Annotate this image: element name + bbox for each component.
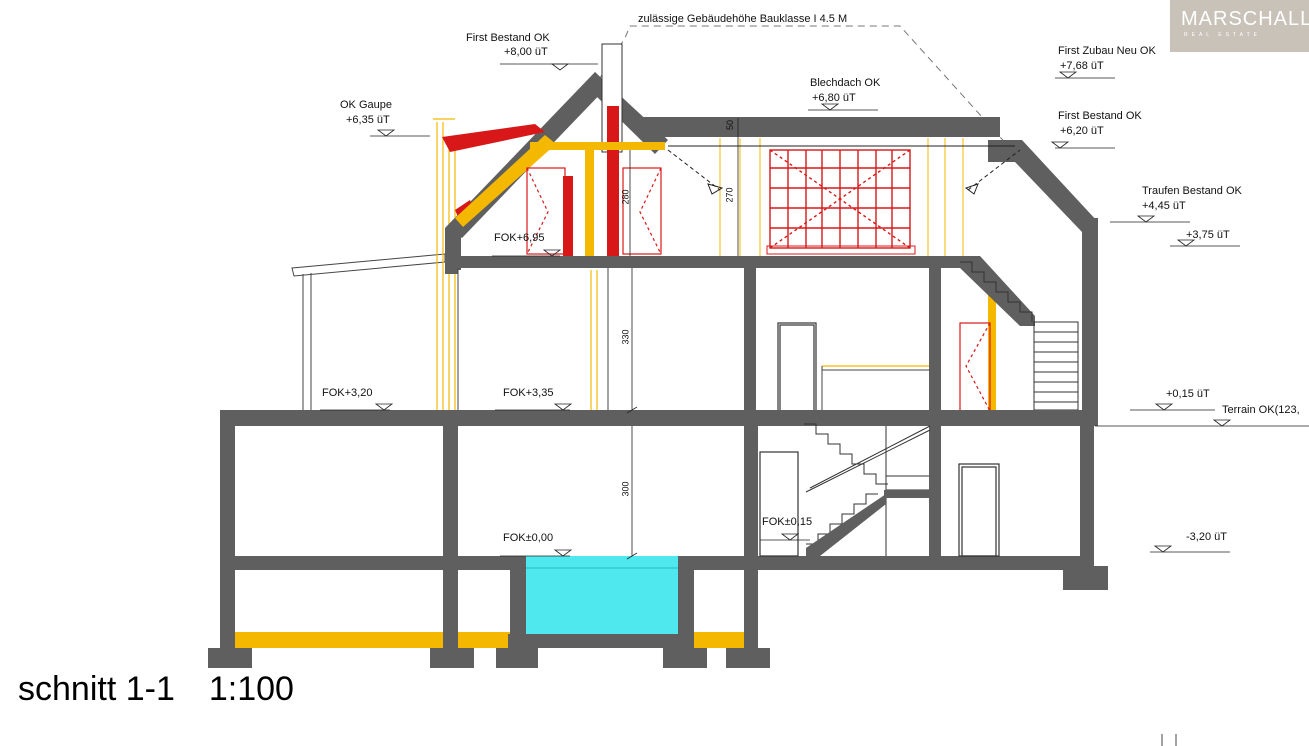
height-limit-label: zulässige Gebäudehöhe Bauklasse I 4.5 M [638, 13, 848, 25]
dimension-300: 300 [620, 481, 631, 497]
attic-window [769, 149, 911, 249]
fok-335-label: FOK+3,35 [503, 387, 554, 399]
ok-gaupe-label: OK Gaupe [340, 99, 392, 111]
drawing-name: schnitt 1-1 [18, 670, 175, 708]
logo-name: MARSCHALL [1181, 8, 1309, 30]
ground-slab [220, 410, 1098, 426]
fok-320-label: FOK+3,20 [322, 387, 373, 399]
traufen-bestand-value: +4,45 üT [1142, 200, 1186, 212]
dimension-280: 280 [620, 189, 631, 205]
level-375-value: +3,75 üT [1186, 229, 1230, 241]
attic-doors [526, 167, 991, 412]
first-zubau-neu-value: +7,68 üT [1060, 60, 1104, 72]
level-015-value: +0,15 üT [1166, 388, 1210, 400]
level-markers [320, 63, 1309, 557]
dimension-lines [626, 118, 739, 560]
fok-015-label: FOK±0,15 [762, 516, 813, 528]
attic-slab [445, 256, 960, 268]
fok-000-label: FOK±0,00 [503, 532, 554, 544]
first-bestand-label: First Bestand OK [466, 32, 550, 44]
first-bestand-2-value: +6,20 üT [1060, 125, 1104, 137]
drawing-title: schnitt 1-1 1:100 [18, 670, 328, 709]
level-minus-320-value: -3,20 üT [1186, 531, 1227, 543]
first-bestand-2-label: First Bestand OK [1058, 110, 1142, 122]
basement-doors [759, 451, 1000, 557]
dimension-330: 330 [620, 329, 631, 345]
logo-tagline: REAL ESTATE [1184, 32, 1261, 38]
dimension-50: 50 [725, 119, 736, 131]
basement-stair [804, 423, 931, 556]
ground-floor-outlines [457, 268, 930, 410]
dimension-270: 270 [724, 187, 735, 203]
ground-floor-door [777, 322, 817, 412]
pool-water [526, 556, 678, 634]
traufen-bestand-label: Traufen Bestand OK [1142, 185, 1242, 197]
fok-695-label: FOK+6,95 [494, 232, 545, 244]
ok-gaupe-value: +6,35 üT [346, 114, 390, 126]
height-limit-envelope [599, 25, 1011, 149]
marschall-logo: MARSCHALL REAL ESTATE [1170, 0, 1309, 52]
first-zubau-neu-label: First Zubau Neu OK [1058, 45, 1156, 57]
roof-members [667, 145, 1021, 195]
basement-walls [208, 410, 1108, 668]
drawing-scale: 1:100 [208, 670, 294, 708]
ground-floor-walls [445, 262, 941, 412]
attic-glazing [719, 138, 964, 256]
first-bestand-value: +8,00 üT [504, 46, 548, 58]
new-posts [433, 118, 930, 410]
new-construction [234, 135, 996, 648]
blechdach-label: Blechdach OK [810, 77, 881, 89]
blechdach-value: +6,80 üT [812, 92, 856, 104]
terrain-label: Terrain OK(123, [1222, 404, 1300, 416]
